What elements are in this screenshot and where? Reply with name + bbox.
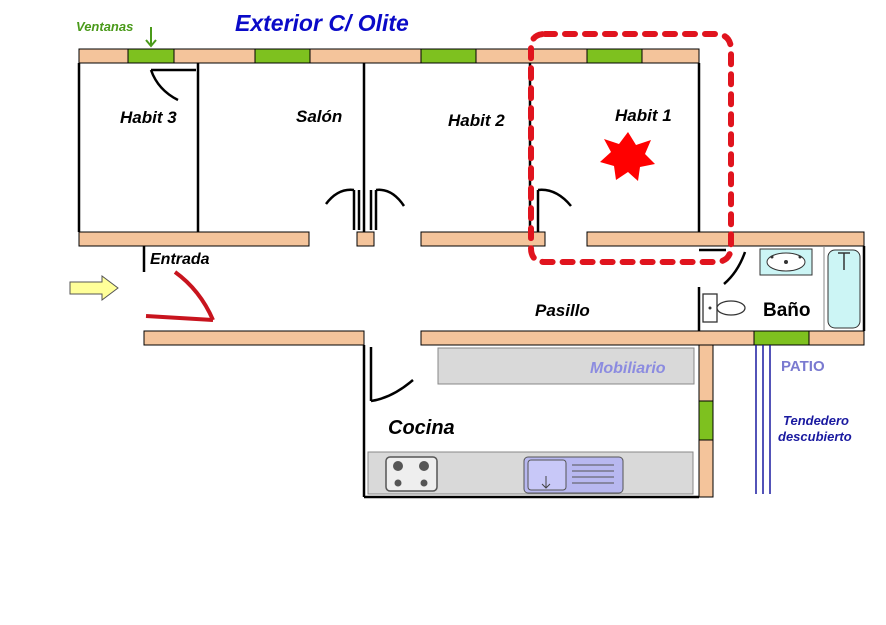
window-patio [753, 330, 810, 346]
window-habit3 [127, 48, 175, 64]
room-label-habit3: Habit 3 [120, 108, 177, 127]
corridor-wall-top-3 [420, 231, 546, 247]
exterior-wall-top [78, 48, 700, 64]
mobiliario-label: Mobiliario [590, 360, 666, 377]
window-habit2 [420, 48, 477, 64]
tendedero-label-line2: descubierto [778, 429, 852, 444]
patio-lines [755, 345, 771, 494]
door-bano [699, 248, 747, 285]
corridor-wall-top-2 [356, 231, 375, 247]
room-label-entrada: Entrada [150, 251, 210, 268]
door-cocina [369, 347, 414, 403]
tendedero-label-line1: Tendedero [783, 413, 849, 428]
highlight-habit1 [528, 31, 734, 265]
corridor-wall-bottom-right [420, 330, 865, 346]
windows-arrow-icon [145, 27, 157, 48]
toilet-icon [702, 293, 746, 323]
patio-label: PATIO [781, 358, 825, 375]
door-habit3 [149, 68, 196, 102]
room-label-cocina: Cocina [388, 417, 455, 439]
corridor-wall-top-1 [78, 231, 310, 247]
star-icon [600, 132, 655, 181]
room-label-salon: Salón [296, 107, 342, 126]
window-habit1 [586, 48, 643, 64]
bathtub-icon [827, 249, 861, 329]
corridor-wall-bottom-left [143, 330, 365, 346]
stove-icon [385, 456, 438, 492]
door-habit2 [536, 188, 572, 232]
washbasin-icon [759, 248, 813, 276]
corridor-wall-top-4 [586, 231, 865, 247]
door-entrada [145, 270, 215, 322]
room-label-habit2: Habit 2 [448, 111, 505, 130]
windows-label: Ventanas [76, 19, 133, 34]
entrance-arrow-icon [69, 275, 119, 301]
window-salon [254, 48, 311, 64]
plan-title: Exterior C/ Olite [235, 10, 409, 36]
door-salon [325, 188, 406, 230]
mobiliario-counter [437, 347, 695, 385]
window-cocina [698, 400, 714, 441]
room-label-habit1: Habit 1 [615, 106, 672, 125]
room-label-pasillo: Pasillo [535, 301, 590, 320]
room-label-bano: Baño [763, 300, 811, 321]
kitchen-sink-icon [523, 456, 624, 494]
